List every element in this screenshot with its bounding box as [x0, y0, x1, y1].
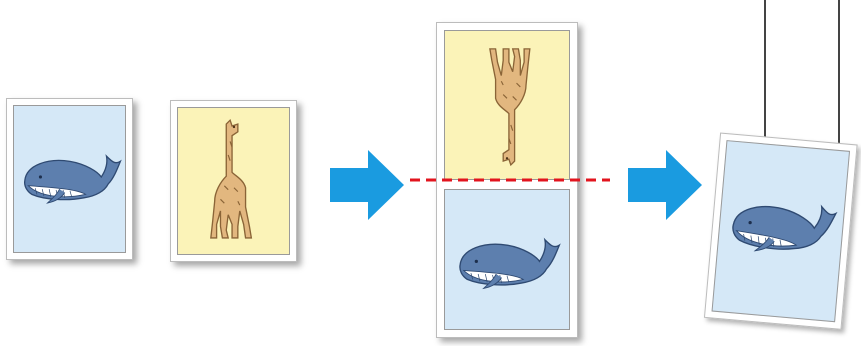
hanging-whale-page	[703, 132, 861, 341]
giraffe-page-image	[177, 107, 290, 255]
giraffe-page	[170, 100, 297, 262]
hanging-wire-right	[838, 0, 840, 146]
giraffe-icon-inverted	[489, 48, 531, 166]
whale-icon	[459, 239, 561, 290]
hanging-wire-left	[764, 0, 766, 142]
right-arrow-icon	[628, 150, 702, 220]
hanging-whale-image	[711, 140, 851, 323]
giraffe-icon	[210, 119, 253, 239]
combined-top-image	[444, 30, 570, 180]
whale-icon	[23, 155, 122, 204]
whale-icon	[730, 198, 838, 259]
combined-bottom-image	[444, 189, 570, 330]
dashed-cut-line	[410, 178, 610, 182]
whale-page-image	[13, 105, 126, 253]
hanging-card	[703, 132, 858, 330]
whale-page	[6, 98, 133, 260]
right-arrow-icon	[330, 150, 404, 220]
